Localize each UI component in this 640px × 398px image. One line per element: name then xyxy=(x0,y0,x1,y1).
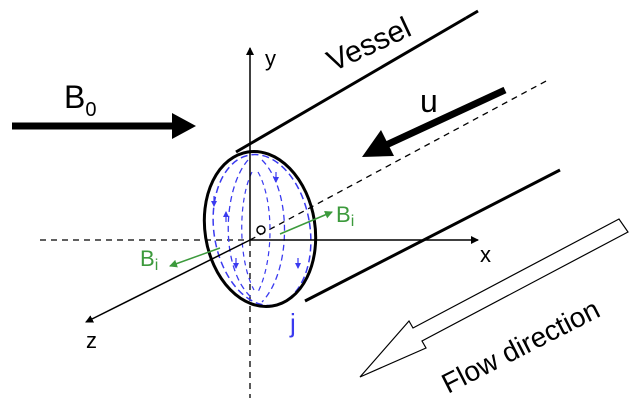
current-j-label: j xyxy=(289,308,296,338)
current-loop-inner-right xyxy=(257,171,271,293)
x-axis-label: x xyxy=(480,242,491,267)
u-arrow-head xyxy=(362,130,394,157)
origin-marker xyxy=(256,225,266,235)
vessel-top-line xyxy=(235,16,467,154)
vessel-cross-section xyxy=(202,149,318,309)
b0-label: B0 xyxy=(64,79,96,121)
z-axis-label: z xyxy=(86,328,97,353)
bi-left-label: Bi xyxy=(140,246,158,274)
z-axis xyxy=(85,239,251,323)
bi-right-arrow xyxy=(279,211,333,235)
bi-right-label: Bi xyxy=(336,202,354,230)
current-loop-outer xyxy=(212,153,312,307)
bi-left-arrow xyxy=(169,247,221,268)
centerline-dashed xyxy=(249,79,549,241)
vessel-far-rim-1 xyxy=(465,9,479,20)
vessel-label: Vessel xyxy=(322,11,416,78)
vessel-bottom-line xyxy=(304,168,561,303)
current-loop-left xyxy=(227,159,253,299)
u-arrow-shaft xyxy=(382,86,507,150)
y-axis-label: y xyxy=(265,46,276,71)
current-loop-right xyxy=(261,159,286,303)
u-label: u xyxy=(420,83,438,119)
b0-arrow-head xyxy=(172,113,196,139)
current-loop-inner-left xyxy=(241,171,255,291)
flow-direction-arrow xyxy=(359,218,629,378)
